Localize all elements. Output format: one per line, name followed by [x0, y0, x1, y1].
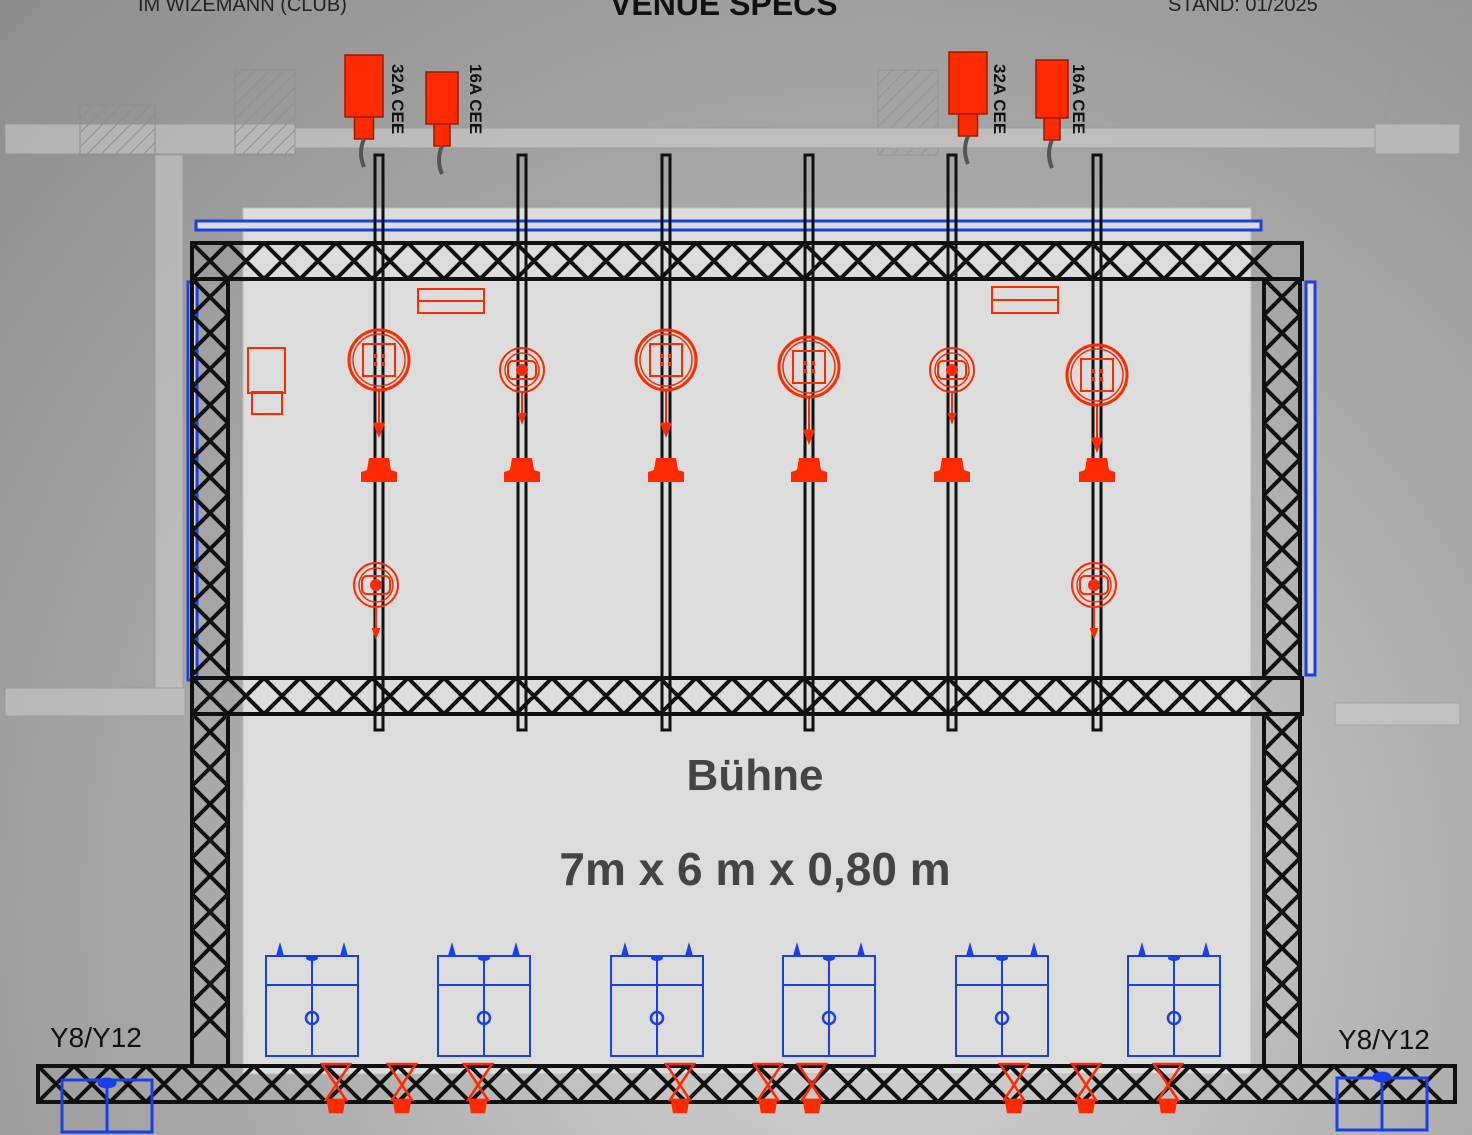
side-label-left: Y8/Y12	[50, 1022, 142, 1053]
monitor-speaker-4	[782, 942, 876, 1057]
floor-light-8	[1069, 1062, 1103, 1114]
monitor-speaker-1	[265, 942, 359, 1057]
floor-light-1	[319, 1062, 353, 1114]
monitor-speaker-3	[610, 942, 704, 1057]
side-label-right: Y8/Y12	[1338, 1024, 1430, 1055]
venue-name: IM WIZEMANN (CLUB)	[138, 0, 347, 16]
clamp-fixture-4	[791, 458, 827, 482]
spot-fixture-2	[499, 347, 545, 425]
power-connectors: 32A CEE 16A CEE 32A CEE 16A CEE	[344, 51, 1088, 175]
stage-dimensions: 7m x 6 m x 0,80 m	[559, 843, 950, 895]
truss-middle	[190, 676, 1304, 716]
led-bar-left	[417, 288, 485, 314]
floor-light-2	[385, 1062, 419, 1114]
wash-fixture-3	[634, 328, 698, 439]
floor-light-7	[997, 1062, 1031, 1114]
clamp-fixture-3	[648, 458, 684, 482]
truss-bottom	[36, 1064, 1457, 1104]
side-speaker-right	[1335, 1071, 1429, 1132]
lighting-fixtures	[347, 328, 1129, 640]
truss-right-upper	[1262, 277, 1302, 680]
truss-left-upper	[190, 277, 230, 680]
floor-light-3	[461, 1062, 495, 1114]
truss-right-lower	[1262, 712, 1302, 1068]
stage-name: Bühne	[687, 751, 824, 800]
floor-light-4	[663, 1062, 697, 1114]
led-bar-right	[991, 286, 1059, 314]
revision-date: STAND: 01/2025	[1168, 0, 1318, 16]
truss-top	[190, 241, 1304, 281]
clamp-fixture-1	[361, 458, 397, 482]
wash-fixture-6	[1065, 343, 1129, 454]
label-16a-left: 16A CEE	[466, 64, 485, 134]
wash-fixture-4	[777, 335, 841, 446]
truss-left-lower	[190, 712, 230, 1068]
floor-light-6	[795, 1062, 829, 1114]
pipe-1	[373, 153, 385, 732]
plug-16a-right	[1035, 59, 1069, 169]
label-16a-right: 16A CEE	[1069, 64, 1088, 134]
monitor-speakers	[265, 942, 1221, 1114]
side-speaker-left	[60, 1077, 154, 1134]
pipe-3	[660, 153, 672, 732]
label-32a-left: 32A CEE	[388, 64, 407, 134]
clamp-fixture-6	[1079, 458, 1115, 482]
clamp-fixture-2	[504, 458, 540, 482]
pipe-5	[946, 153, 958, 732]
monitor-speaker-5	[955, 942, 1049, 1057]
spot-fixture-5	[929, 347, 975, 425]
monitor-speaker-6	[1127, 942, 1221, 1057]
plug-32a-right	[948, 51, 988, 165]
side-fixture-left	[247, 347, 286, 415]
spot-fixture-7	[353, 562, 399, 640]
monitor-speaker-2	[437, 942, 531, 1057]
pipe-4	[803, 153, 815, 732]
spot-fixture-8	[1071, 562, 1117, 640]
plug-32a-left	[344, 54, 384, 168]
room-walls	[4, 9, 1466, 726]
label-32a-right: 32A CEE	[990, 64, 1009, 134]
clamp-fixture-5	[934, 458, 970, 482]
floor-light-5	[751, 1062, 785, 1114]
pipe-2	[516, 153, 528, 732]
wash-fixture-1	[347, 328, 411, 439]
plug-16a-left	[425, 71, 459, 175]
floor-light-9	[1151, 1062, 1185, 1114]
page-title: VENUE SPECS	[610, 0, 838, 22]
truss-system	[36, 241, 1457, 1104]
